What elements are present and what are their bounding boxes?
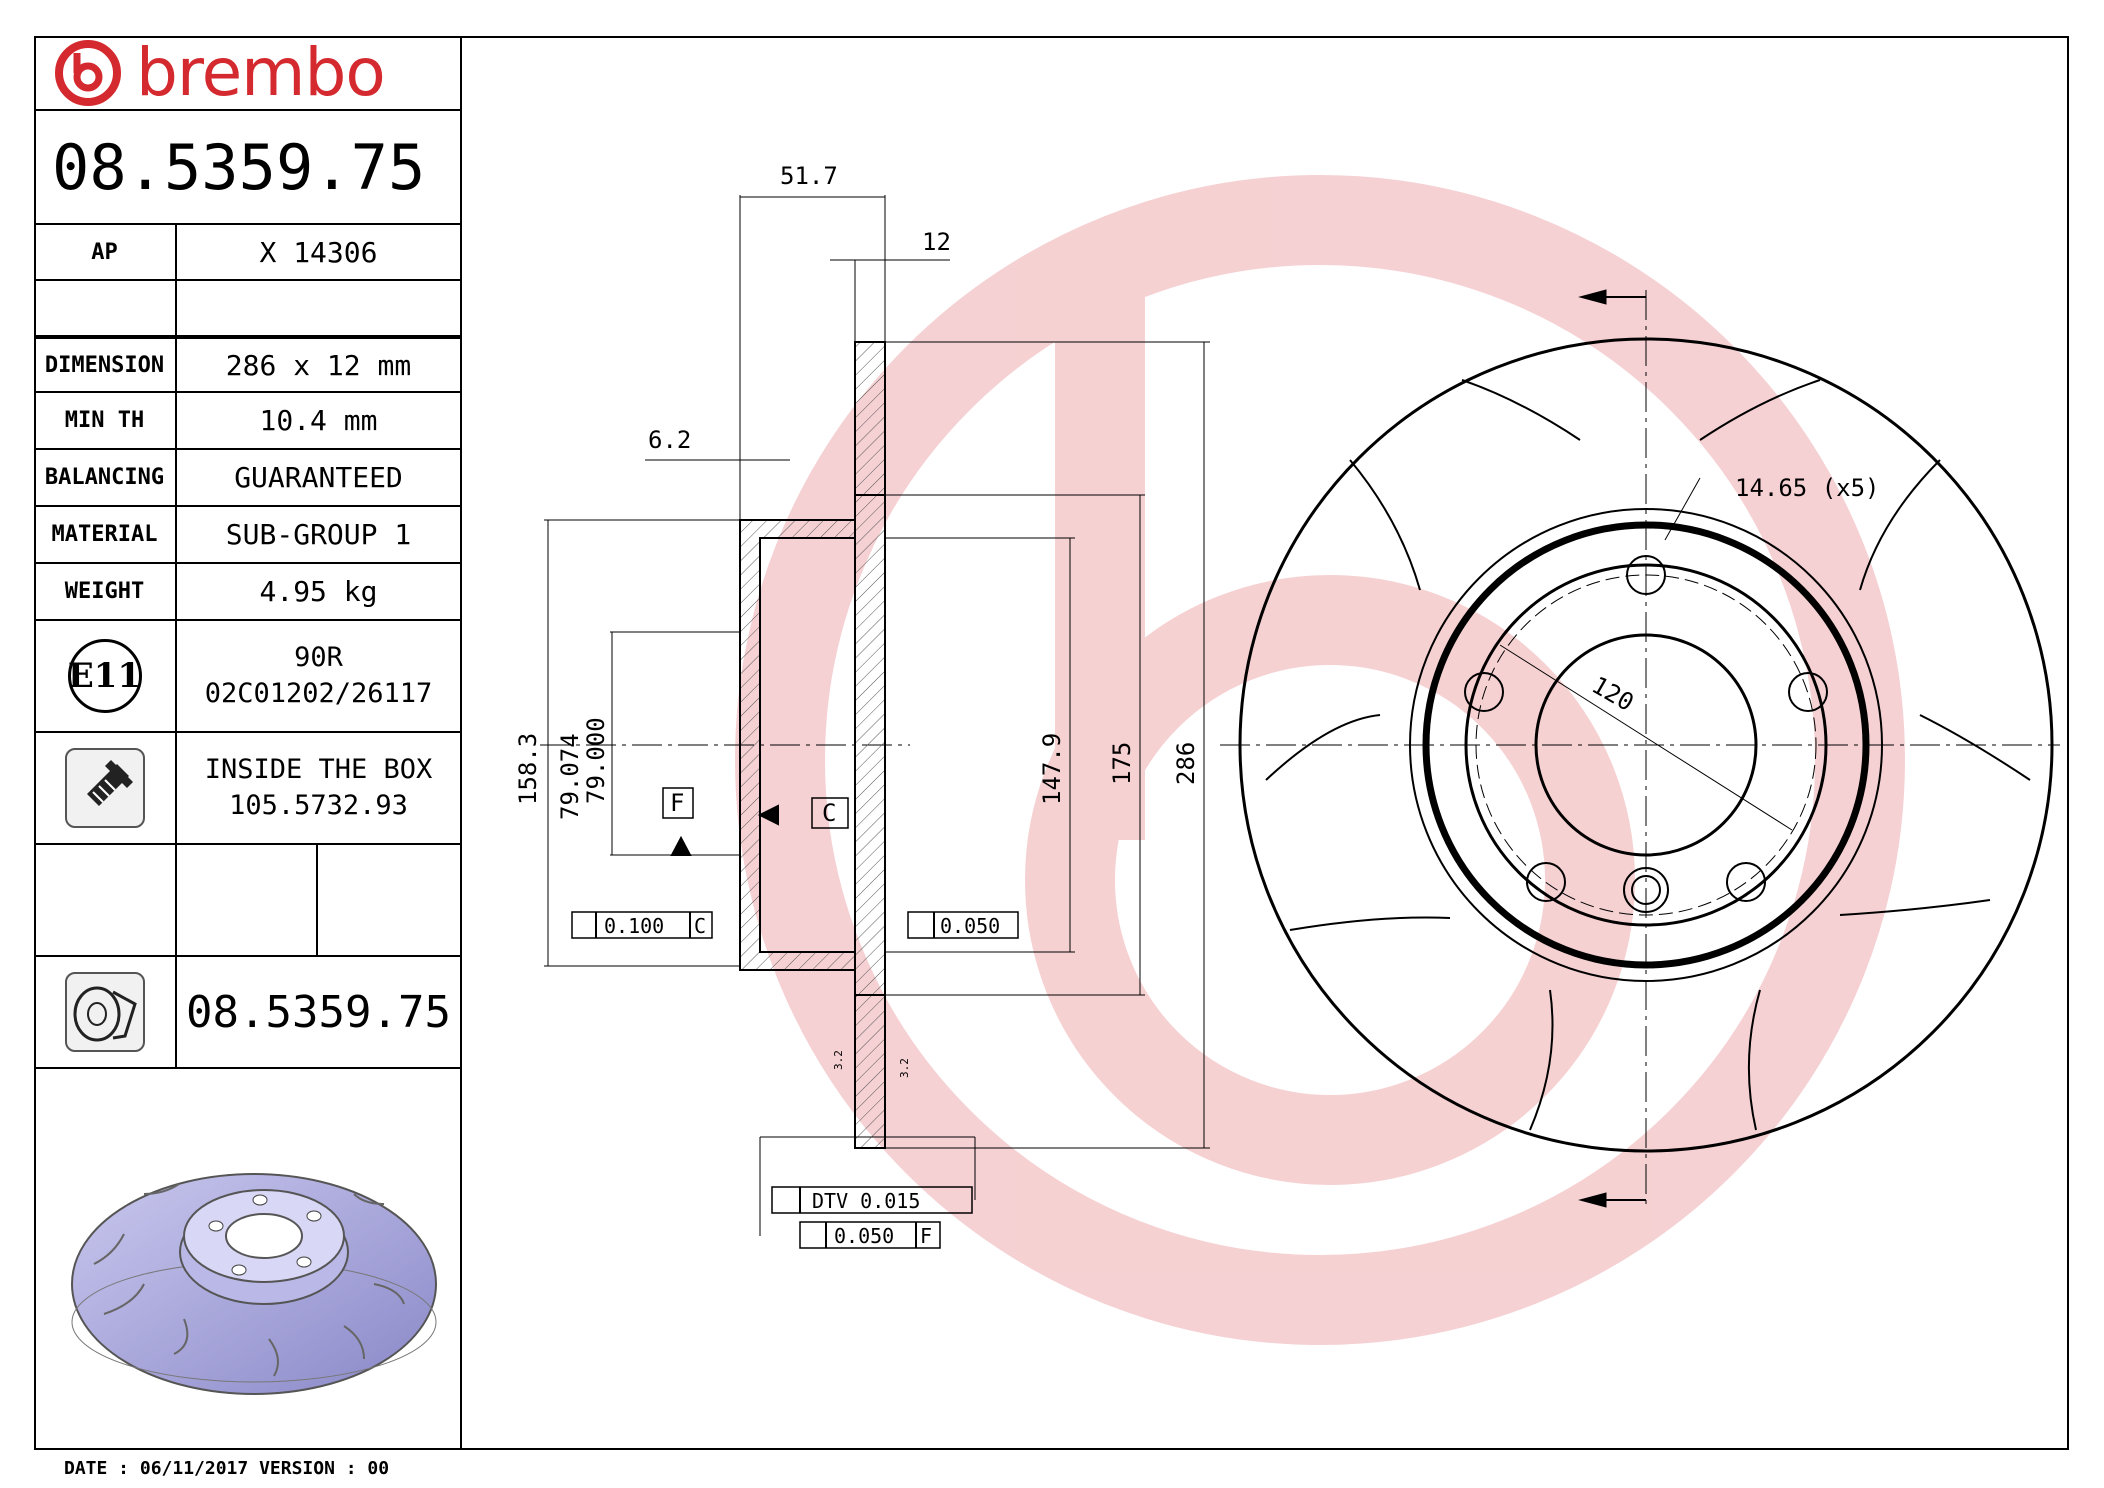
tol-parallel-ref: C (694, 914, 706, 938)
spec-value: 4.95 kg (259, 575, 378, 608)
spec-row: DIMENSION 286 x 12 mm (34, 337, 460, 393)
homologation-row: E11 90R 02C01202/26117 (34, 621, 460, 733)
part-number: 08.5359.75 (52, 130, 426, 204)
tol-dtv: DTV 0.015 (812, 1189, 920, 1213)
homologation-line1: 90R (294, 642, 343, 673)
spec-value: SUB-GROUP 1 (225, 518, 412, 551)
spec-row: MIN TH 10.4 mm (34, 393, 460, 450)
surface-finish-1: 3.2 (832, 1050, 845, 1070)
brembo-logo-icon (55, 39, 121, 106)
dim-dia-79a: 79.074 (556, 733, 584, 820)
drawing-frame (34, 36, 2069, 1450)
dim-dia-147: 147.9 (1038, 733, 1066, 805)
spec-row: MATERIAL SUB-GROUP 1 (34, 507, 460, 564)
spec-value (177, 281, 460, 335)
brembo-watermark-icon (735, 175, 1905, 1345)
dim-width-total: 51.7 (780, 162, 838, 190)
spec-row: BALANCING GUARANTEED (34, 450, 460, 507)
disc-icon (64, 972, 145, 1052)
spec-label: AP (34, 225, 177, 279)
spec-value: X 14306 (259, 235, 378, 269)
spec-label: BALANCING (34, 450, 177, 505)
spec-label: MATERIAL (34, 507, 177, 562)
part-number-row: 08.5359.75 (34, 111, 460, 225)
spec-label (34, 281, 177, 335)
brand-row: brembo (34, 34, 460, 111)
empty-row (34, 845, 460, 957)
disc-ref-row: 08.5359.75 (34, 957, 460, 1069)
datum-c: C (822, 799, 836, 827)
surface-finish-2: 3.2 (898, 1058, 911, 1078)
screw-icon (64, 748, 145, 828)
footer-date: DATE : 06/11/2017 VERSION : 00 (64, 1458, 390, 1479)
disc-render (64, 1144, 444, 1408)
dim-dia-79b: 79.000 (582, 717, 610, 804)
spec-row (34, 281, 460, 337)
spec-value: 10.4 mm (259, 404, 378, 437)
tol-parallel: 0.100 (604, 914, 664, 938)
technical-drawing: 51.7 12 6.2 158.3 79.074 79.000 147.9 17… (514, 162, 2060, 1345)
tol-runout: 0.050 (834, 1224, 894, 1248)
spec-label: WEIGHT (34, 564, 177, 619)
spec-row: WEIGHT 4.95 kg (34, 564, 460, 621)
inside-box-line1: INSIDE THE BOX (204, 754, 433, 785)
spec-row: AP X 14306 (34, 225, 460, 281)
dim-dia-175: 175 (1108, 742, 1136, 785)
spec-label: DIMENSION (34, 339, 177, 391)
dim-hat-offset: 6.2 (648, 426, 691, 454)
homologation-line2: 02C01202/26117 (204, 678, 433, 709)
inside-box-row: INSIDE THE BOX 105.5732.93 (34, 733, 460, 845)
dim-dia-286: 286 (1172, 742, 1200, 785)
inside-box-line2: 105.5732.93 (229, 790, 408, 821)
dim-pcd: 120 (1587, 671, 1639, 717)
spec-value: 286 x 12 mm (225, 348, 412, 382)
title-block: brembo 08.5359.75 AP X 14306 DIMENSION 2… (34, 34, 462, 1450)
tol-flat: 0.050 (940, 914, 1000, 938)
spec-label: MIN TH (34, 393, 177, 448)
brand-name: brembo (136, 34, 386, 111)
disc-ref: 08.5359.75 (186, 986, 451, 1038)
e11-mark: E11 (67, 639, 142, 713)
tol-runout-ref: F (920, 1224, 932, 1248)
datum-f: F (670, 789, 684, 817)
spec-value: GUARANTEED (234, 461, 403, 494)
dim-dia-158: 158.3 (514, 733, 542, 805)
dim-thickness: 12 (922, 228, 951, 256)
dim-bolt-hole: 14.65 (x5) (1735, 474, 1880, 502)
